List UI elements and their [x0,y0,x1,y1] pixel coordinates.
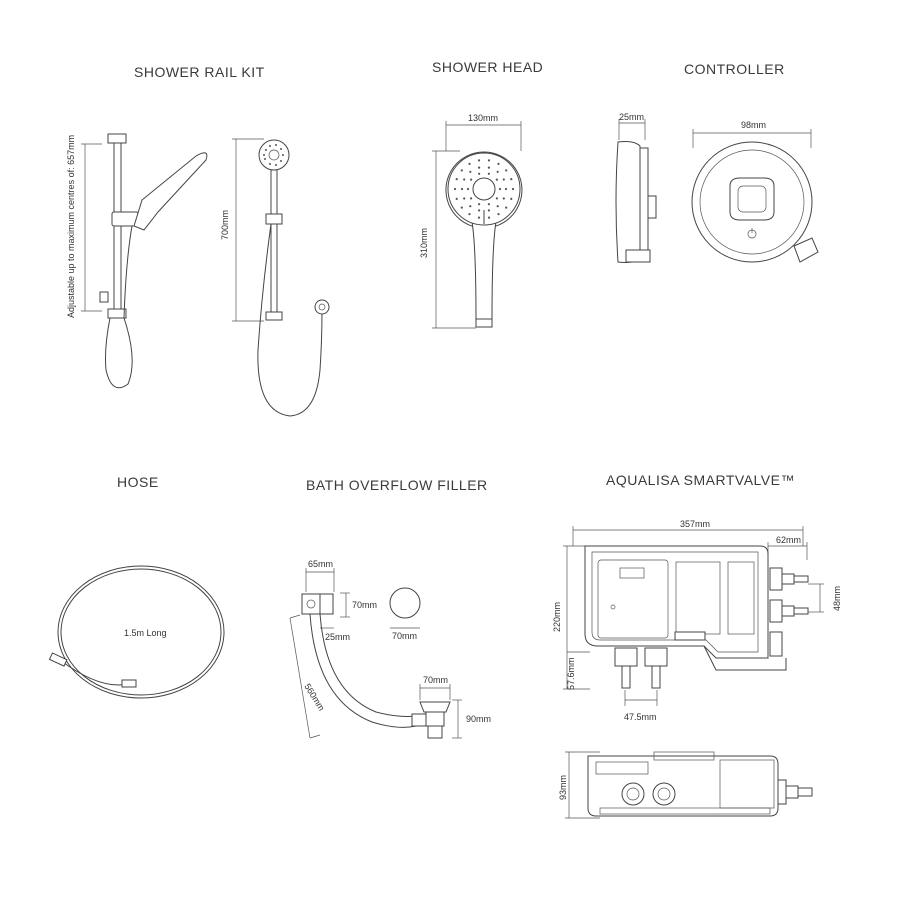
shower-head-height-label: 310mm [419,228,429,258]
nozzle-dot [487,216,491,219]
smartvalve-front-drawing: 357mm 62mm 220mm 57.6mm 48mm 47.5mm [552,519,842,722]
nozzle-dot [497,213,500,216]
nozzle-dot [487,209,490,212]
filler-plate-label: 70mm [392,631,417,641]
nozzle-dot [478,203,481,206]
filler-hose-length-label: 560mm [302,682,326,713]
nozzle-dot [477,216,481,219]
nozzle-dot [487,159,491,162]
smartvalve-width-label: 357mm [680,519,710,529]
shower-rail-kit-drawing: Adjustable up to maximum centres of: 657… [66,133,208,389]
nozzle-dot [478,166,481,169]
nozzle-dot [460,169,463,172]
rail-adjustable-label: Adjustable up to maximum centres of: 657… [66,135,76,318]
rail-height-label: 700mm [220,210,230,240]
hose-title: HOSE [117,474,159,490]
nozzle-dot [510,178,513,181]
nozzle-dot [505,169,508,172]
smartvalve-title: AQUALISA SMARTVALVE™ [606,472,795,488]
shower-head-drawing: 130mm 310mm [419,113,523,329]
nozzle-dot [496,205,499,208]
nozzle-dot [455,178,458,181]
nozzle-dot [478,172,481,175]
filler-depth-label: 25mm [325,632,350,642]
bath-overflow-filler-title: BATH OVERFLOW FILLER [306,477,488,493]
waste-width-label: 70mm [423,675,448,685]
nozzle-dot [460,187,464,191]
shower-head-width-label: 130mm [468,113,498,123]
nozzle-dot [487,172,490,175]
smartvalve-bottom-drawing: 93mm [558,751,813,819]
smartvalve-outlet-spacing-label: 48mm [832,586,842,611]
filler-height-label: 70mm [352,600,377,610]
smartvalve-inlet-spacing-label: 47.5mm [624,712,657,722]
nozzle-dot [477,159,481,162]
nozzle-dot [470,197,473,200]
nozzle-dot [495,197,498,200]
nozzle-dot [497,162,500,165]
smartvalve-height-label: 220mm [552,602,562,632]
controller-diameter-label: 98mm [741,120,766,130]
filler-width-label: 65mm [308,559,333,569]
nozzle-dot [455,197,458,200]
shower-rail-kit-front-drawing: 700mm [220,138,330,417]
nozzle-dot [463,197,466,200]
nozzle-dot [502,197,505,200]
nozzle-dot [498,187,502,191]
bath-overflow-filler-drawing: 65mm 70mm 25mm 70mm 560mm 70mm 90mm [289,559,491,739]
controller-front-drawing: 98mm [691,120,819,263]
waste-height-label: 90mm [466,714,491,724]
controller-side-drawing: 25mm [615,112,657,263]
hose-drawing: 1.5m Long [48,565,225,699]
shower-head-title: SHOWER HEAD [432,59,544,75]
nozzle-dot [468,213,471,216]
smartvalve-inlet-height-label: 57.6mm [566,657,576,690]
nozzle-dot [511,187,515,191]
nozzle-dot [453,187,457,191]
nozzle-dot [469,170,472,173]
nozzle-dot [460,206,463,209]
nozzle-dot [468,162,471,165]
nozzle-dot [495,178,498,181]
controller-depth-label: 25mm [619,112,644,122]
nozzle-dot [470,178,473,181]
nozzle-dot [504,187,508,191]
smartvalve-side-label: 62mm [776,535,801,545]
smartvalve-depth-label: 93mm [558,775,568,800]
nozzle-dot [466,187,470,191]
nozzle-dot [510,197,513,200]
shower-rail-kit-title: SHOWER RAIL KIT [134,64,265,80]
nozzle-dot [502,178,505,181]
controller-title: CONTROLLER [684,61,785,77]
nozzle-dot [487,203,490,206]
nozzle-dot [505,206,508,209]
nozzle-dot [469,205,472,208]
nozzle-dot [487,166,490,169]
hose-length-label: 1.5m Long [124,628,167,638]
nozzle-dot [478,209,481,212]
nozzle-dot [463,178,466,181]
nozzle-dot [496,170,499,173]
